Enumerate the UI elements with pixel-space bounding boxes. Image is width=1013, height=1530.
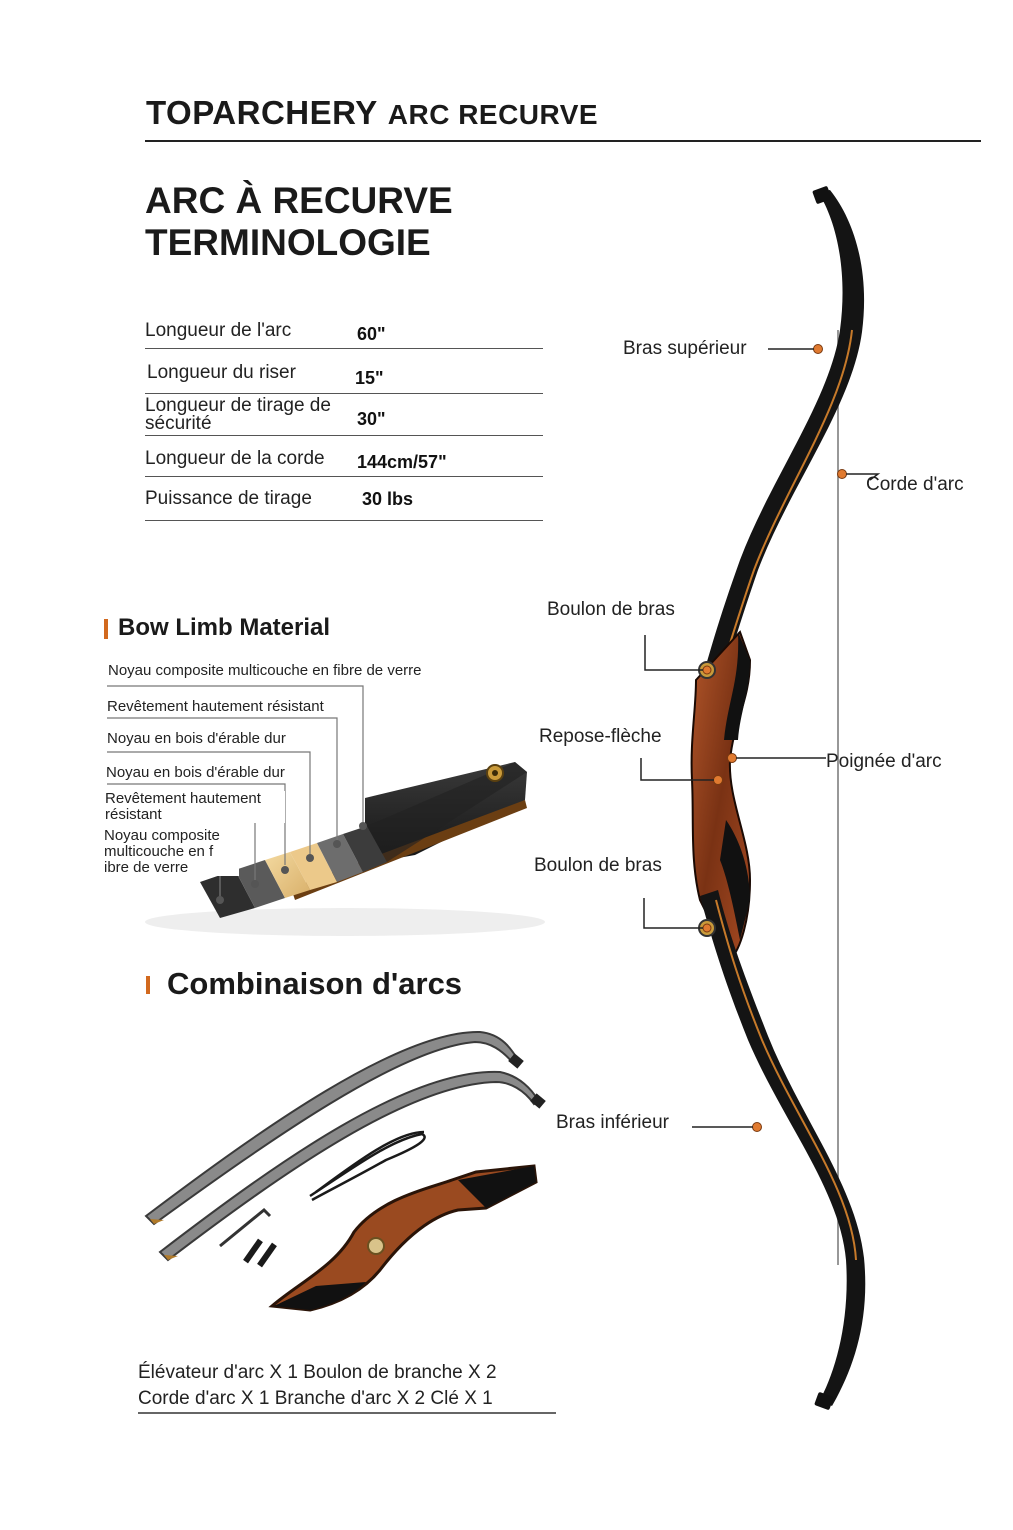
layer-maple-2 [290,843,337,890]
callout-dot [752,1122,762,1132]
callout-dot [702,665,712,675]
leader-dot [333,840,341,848]
riser-medallion-icon [367,1237,385,1255]
leader-dot [281,866,289,874]
spec-value: 15" [355,368,384,388]
spec-value: 30 lbs [362,489,414,509]
kit-contents-line1: Élévateur d'arc X 1 Boulon de branche X … [138,1362,497,1383]
leader-line [107,783,286,865]
callout-dot [727,753,737,763]
layer-coating-bottom [235,860,285,908]
leader-dot [251,880,259,888]
leader-line [107,685,364,822]
limb-cross-section-diagram [107,685,545,936]
spec-label: Longueur de la corde [145,448,325,469]
kit-contents-line2: Corde d'arc X 1 Branche d'arc X 2 Clé X … [138,1388,493,1409]
brand-name: TOPARCHERY [146,94,378,131]
limb-bolts-icon [243,1238,277,1268]
section-accent-bar [146,976,150,994]
layer-fiberglass-bottom [200,870,255,918]
layer-maple-1 [265,852,310,898]
leader-line [644,635,703,671]
layer-label: Noyau en bois d'érable dur [106,764,285,781]
upper-limb-tip [812,186,832,204]
kit-contents: Élévateur d'arc X 1 Boulon de branche X … [138,1360,497,1412]
spec-label: Puissance de tirage [145,488,312,509]
callout-upper-limb: Bras supérieur [623,338,747,359]
spec-label: Longueur de tirage de sécurité [145,395,331,434]
spec-value: 60" [357,324,386,344]
header-divider [145,140,981,142]
layer-fiberglass-top [343,826,387,872]
spec-row: Puissance de tirage 30 lbs [145,476,543,521]
leader-dot [216,896,224,904]
leader-line [107,717,338,840]
recurve-bow-diagram [640,186,881,1410]
spec-value: 144cm/57" [357,452,447,472]
layer-label: Noyau composite multicouche en fibre de … [108,662,422,679]
upper-limb [702,190,865,686]
page-title: ARC À RECURVE TERMINOLOGIE [145,180,453,264]
brand-subtitle: ARC RECURVE [387,99,599,130]
callout-dot [713,775,723,785]
kit-contents-divider [138,1412,556,1414]
lower-limb-tip [814,1392,834,1410]
lower-limb [700,890,866,1406]
brand-header: TOPARCHERY ARC RECURVE [146,94,598,132]
leader-line [846,473,881,481]
layer-label: Noyau composite multicouche en f ibre de… [104,828,239,876]
callout-limb-bolt-bottom: Boulon de bras [534,855,662,876]
leader-line [640,758,714,781]
allen-key-icon [219,1207,272,1248]
spec-row: Longueur de tirage de sécurité 30" [145,393,543,436]
spec-row: Longueur de l'arc 60" [145,312,543,349]
layer-label: Revêtement hautement résistant [107,698,324,715]
combination-title: Combinaison d'arcs [167,966,463,1001]
leader-line [643,898,703,929]
leader-dot [359,822,367,830]
callout-string: Corde d'arc [866,474,964,495]
layer-label: Noyau en bois d'érable dur [107,730,286,747]
page-title-line2: TERMINOLOGIE [145,222,431,263]
callout-dot [837,469,847,479]
callout-arrow-rest: Repose-flèche [539,726,662,747]
spec-label: Longueur du riser [147,362,296,383]
layer-coating-top [317,834,363,882]
spec-row: Longueur de la corde 144cm/57" [145,435,543,477]
leader-dot [306,854,314,862]
spec-row: Longueur du riser 15" [145,348,543,394]
spec-label: Longueur de l'arc [145,320,292,341]
section-accent-bar [104,619,108,639]
bow-kit-illustration [144,1030,546,1312]
string-coil [309,1130,426,1202]
spec-value: 30" [357,409,386,429]
layer-label: Revêtement hautement résistant [105,791,285,823]
limb-material-title: Bow Limb Material [118,614,331,641]
callout-lower-limb: Bras inférieur [556,1112,669,1133]
callout-dot [702,923,712,933]
shadow [145,908,545,936]
page-title-line1: ARC À RECURVE [145,180,453,221]
callout-grip: Poignée d'arc [826,751,942,772]
leader-line [107,751,311,855]
limb-tip [508,1053,524,1069]
lower-limb-edge [715,899,857,1261]
callout-dot [813,344,823,354]
callout-limb-bolt-top: Boulon de bras [547,599,675,620]
limb-tip [530,1093,546,1109]
